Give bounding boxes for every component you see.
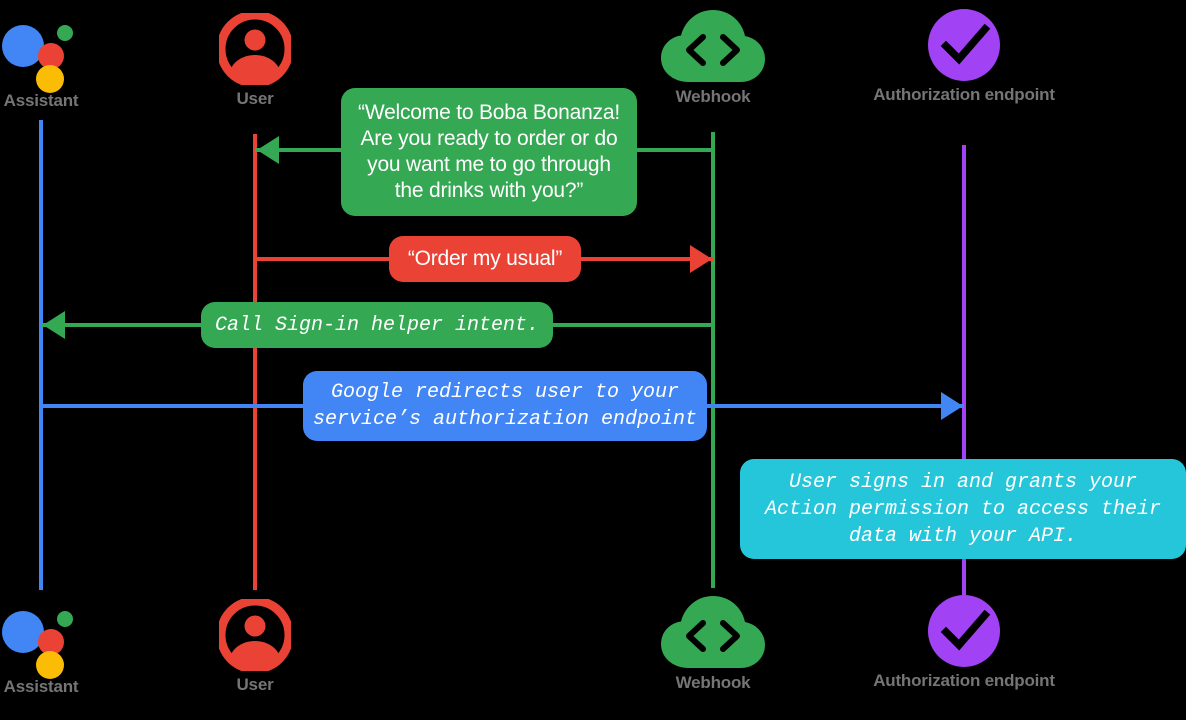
google-assistant-dots-icon <box>2 601 80 679</box>
bubble-redirect-line-2: service’s authorization endpoint <box>312 408 698 431</box>
bubble-order-line-1: “Order my usual” <box>407 247 563 270</box>
authorization-icon-wrap <box>864 4 1064 86</box>
lifeline-user <box>253 134 257 590</box>
arrowhead-welcome <box>257 136 279 164</box>
bubble-call-signin-helper: Call Sign-in helper intent. <box>201 302 553 348</box>
actor-webhook-top: Webhook <box>613 6 813 106</box>
actor-assistant-bottom: Assistant <box>0 596 141 696</box>
assistant-dot-red <box>38 43 64 69</box>
user-icon-wrap <box>155 8 355 90</box>
actor-label-webhook-top: Webhook <box>675 87 751 106</box>
bubble-welcome-line-3: you want me to go through <box>367 153 611 176</box>
actor-label-authorization-top: Authorization endpoint <box>873 85 1055 104</box>
authorization-icon-wrap-bottom <box>864 590 1064 672</box>
lifeline-assistant <box>39 120 43 590</box>
lifeline-authorization <box>962 145 966 595</box>
bubble-google-redirect: Google redirects user to your service’s … <box>303 371 707 441</box>
user-icon-wrap-bottom <box>155 594 355 676</box>
actor-webhook-bottom: Webhook <box>613 592 813 692</box>
actor-label-assistant-bottom: Assistant <box>3 677 79 696</box>
bubble-signs-in-line-1: User signs in and grants your <box>788 470 1138 494</box>
bubble-signs-in-line-3: data with your API. <box>848 524 1078 548</box>
bubble-welcome-line-4: the drinks with you?” <box>394 179 584 202</box>
webhook-icon-wrap-bottom <box>613 592 813 674</box>
arrowhead-order <box>690 245 712 273</box>
assistant-dot-blue <box>2 611 44 653</box>
actor-authorization-bottom: Authorization endpoint <box>864 590 1064 690</box>
actor-label-assistant-top: Assistant <box>3 91 79 110</box>
assistant-dot-red <box>38 629 64 655</box>
bubble-user-signs-in: User signs in and grants your Action per… <box>740 459 1186 559</box>
bubble-welcome-line-1: “Welcome to Boba Bonanza! <box>358 101 620 124</box>
arrowhead-google-redirect <box>941 392 963 420</box>
lifeline-webhook <box>711 132 715 588</box>
cloud-code-icon <box>661 10 765 82</box>
user-avatar-icon <box>219 599 291 671</box>
actor-label-user-top: User <box>236 89 274 108</box>
actor-label-webhook-bottom: Webhook <box>675 673 751 692</box>
assistant-icon-wrap <box>0 10 141 93</box>
actor-authorization-top: Authorization endpoint <box>864 4 1064 104</box>
bubble-signin-line-1: Call Sign-in helper intent. <box>214 313 540 337</box>
assistant-dot-yellow <box>36 651 64 679</box>
assistant-dot-green <box>57 25 73 41</box>
bubble-order-my-usual: “Order my usual” <box>389 236 581 282</box>
assistant-dot-green <box>57 611 73 627</box>
cloud-code-icon <box>661 596 765 668</box>
purple-check-badge-icon <box>928 9 1000 81</box>
actor-user-bottom: User <box>155 594 355 694</box>
bubble-welcome: “Welcome to Boba Bonanza! Are you ready … <box>341 88 637 216</box>
user-avatar-icon <box>219 13 291 85</box>
bubble-redirect-line-1: Google redirects user to your <box>330 381 680 404</box>
bubble-signs-in-line-2: Action permission to access their <box>764 497 1162 521</box>
actor-label-user-bottom: User <box>236 675 274 694</box>
assistant-icon-wrap-bottom <box>0 596 141 679</box>
assistant-dot-blue <box>2 25 44 67</box>
bubble-welcome-line-2: Are you ready to order or do <box>360 127 618 150</box>
actor-label-authorization-bottom: Authorization endpoint <box>873 671 1055 690</box>
assistant-dot-yellow <box>36 65 64 93</box>
actor-assistant-top: Assistant <box>0 10 141 110</box>
arrowhead-signin-helper <box>43 311 65 339</box>
google-assistant-dots-icon <box>2 15 80 93</box>
webhook-icon-wrap <box>613 6 813 88</box>
purple-check-badge-icon <box>928 595 1000 667</box>
actor-user-top: User <box>155 8 355 108</box>
